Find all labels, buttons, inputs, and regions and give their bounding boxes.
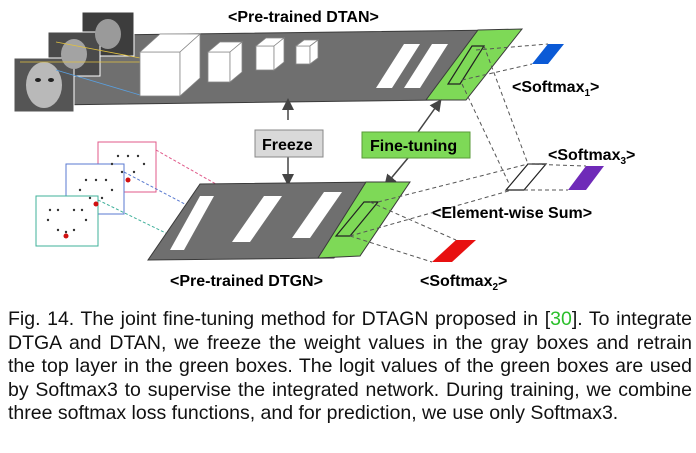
element-wise-sum-box xyxy=(504,163,548,191)
softmax2-label: <Softmax2> xyxy=(420,273,507,293)
finetune-label: Fine-tuning xyxy=(370,138,457,155)
face-eye-right xyxy=(48,78,54,82)
landmark-line-3 xyxy=(97,199,177,239)
softmax3-label: <Softmax3> xyxy=(548,147,635,167)
dtgn-fc-1 xyxy=(170,196,214,250)
dtan-title: <Pre-trained DTAN> xyxy=(228,9,379,26)
dtgn-title: <Pre-trained DTGN> xyxy=(170,273,323,290)
caption-text-start: Fig. 14. The joint fine-tuning method fo… xyxy=(8,308,551,330)
softmax1-link-bottom xyxy=(461,63,533,81)
softmax3-link-top xyxy=(527,163,587,167)
landmark-frame-front xyxy=(35,195,99,247)
softmax1-box xyxy=(532,44,564,64)
sum-link-dtgn-bottom xyxy=(349,189,513,237)
face-back xyxy=(95,19,121,49)
sum-link-dtan-bottom xyxy=(461,83,513,191)
dtagn-diagram: <Pre-trained DTAN> xyxy=(13,9,635,293)
dtan-block-4-side xyxy=(309,39,319,65)
face-eye-left xyxy=(35,78,41,82)
finetune-box xyxy=(361,131,471,159)
softmax3-box xyxy=(568,166,604,190)
softmax1-link-top xyxy=(475,43,549,51)
finetune-arrow-up xyxy=(417,99,442,133)
dtan-green-box xyxy=(425,28,524,101)
dtan-conv-layers xyxy=(138,33,486,97)
sum-label: <Element-wise Sum> xyxy=(432,205,592,222)
dtan-block-2 xyxy=(207,51,231,83)
softmax1-label: <Softmax1> xyxy=(512,79,599,99)
dtgn-green-box xyxy=(317,181,411,259)
caption-text-end: ]. To integrate DTGA and DTAN, we freeze… xyxy=(8,308,692,424)
freeze-label: Freeze xyxy=(262,137,313,154)
dtgn-fc-3 xyxy=(292,192,342,238)
dtan-block-4 xyxy=(295,45,311,65)
caption-reference-link[interactable]: 30 xyxy=(550,308,572,330)
freeze-box xyxy=(254,129,324,158)
dtgn-fc-2 xyxy=(232,196,282,242)
figure-caption: Fig. 14. The joint fine-tuning method fo… xyxy=(8,308,692,426)
softmax2-link-top xyxy=(369,201,457,241)
dtan-fc-1 xyxy=(376,44,420,88)
dtan-block-1 xyxy=(139,51,181,97)
dtan-block-1-side xyxy=(179,33,201,97)
softmax2-link-bottom xyxy=(349,235,433,263)
finetune-arrow-down xyxy=(384,157,409,187)
face-images xyxy=(13,11,141,113)
dtan-fc-2 xyxy=(404,44,448,88)
sum-link-dtgn-top xyxy=(377,163,529,203)
dtan-block-3-side xyxy=(273,37,285,71)
dtgn-fc-layers xyxy=(170,192,380,250)
face-line-1 xyxy=(55,41,141,59)
face-front xyxy=(26,62,62,108)
face-line-2 xyxy=(55,69,141,96)
softmax2-box xyxy=(432,240,476,262)
dtan-block-3 xyxy=(255,45,275,71)
dtan-block-2-side xyxy=(229,41,243,83)
